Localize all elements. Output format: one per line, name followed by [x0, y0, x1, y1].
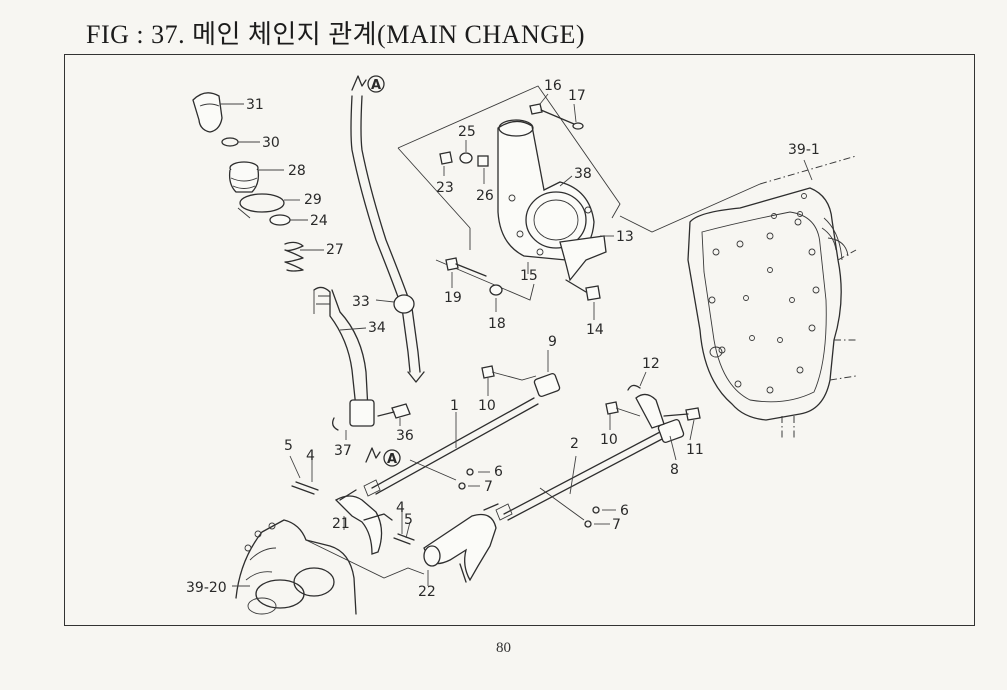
connector-a-top-label: A: [371, 78, 381, 93]
shift-rod-2: [495, 431, 665, 521]
callout-6-a: 6: [494, 464, 503, 480]
callout-8: 8: [670, 462, 679, 478]
callout-27: 27: [326, 242, 344, 258]
o-ring-30: [221, 137, 239, 147]
shift-knob: [192, 92, 223, 133]
figure-title: FIG : 37. 메인 체인지 관계(MAIN CHANGE): [86, 20, 586, 49]
callout-4-a: 4: [306, 448, 315, 464]
connector-a-bottom: A: [365, 447, 401, 467]
connector-a-bottom-label: A: [387, 452, 397, 467]
ball-6-a: [466, 468, 474, 476]
leader-lines: [220, 93, 813, 587]
callout-11: 11: [686, 442, 704, 458]
shift-rod-1: [363, 397, 539, 497]
callout-31: 31: [246, 97, 264, 113]
callout-19: 19: [444, 290, 462, 306]
cover-plate-29: [237, 193, 285, 219]
callout-30: 30: [262, 135, 280, 151]
callout-17: 17: [568, 88, 586, 104]
clip-37: [332, 417, 339, 431]
callout-24: 24: [310, 213, 328, 229]
gearbox-case-39-1: [687, 155, 857, 438]
shift-housing-15: [497, 119, 595, 261]
callout-4-b: 4: [396, 500, 405, 516]
callout-labels: 31 30 28 29 24 27 33 34 37 36 5 4 21 4 5…: [186, 78, 820, 600]
callout-39-20: 39-20: [186, 580, 227, 596]
bolt-36: [377, 403, 411, 419]
callout-7-a: 7: [484, 479, 493, 495]
box-outline-upper: [397, 85, 621, 301]
control-rod-33: [350, 95, 425, 383]
callout-13: 13: [616, 229, 634, 245]
pin-5-b: [393, 537, 411, 545]
nut-23: [439, 151, 453, 165]
pin-4-a: [295, 481, 319, 491]
ball-6-b: [592, 506, 600, 514]
callout-26: 26: [476, 188, 494, 204]
bolt-10-a: [481, 365, 537, 381]
callout-6-b: 6: [620, 503, 629, 519]
callout-5-a: 5: [284, 438, 293, 454]
callout-14: 14: [586, 322, 604, 338]
spring-7-a: [458, 482, 466, 490]
pin-17: [572, 122, 584, 130]
callout-29: 29: [304, 192, 322, 208]
callout-10-a: 10: [478, 398, 496, 414]
callout-16: 16: [544, 78, 562, 94]
guide-line-1: [409, 459, 457, 481]
bolt-19: [445, 257, 487, 277]
callout-15: 15: [520, 268, 538, 284]
page-number: 80: [496, 640, 511, 656]
washer-25: [459, 152, 473, 164]
callout-23: 23: [436, 180, 454, 196]
callout-12: 12: [642, 356, 660, 372]
shift-fork-22: [423, 503, 499, 583]
guide-line-2: [539, 487, 585, 521]
callout-18: 18: [488, 316, 506, 332]
shift-lever-34: [313, 286, 375, 427]
callout-25: 25: [458, 124, 476, 140]
shift-fork-21: [334, 489, 393, 555]
housing-guide-line: [619, 183, 761, 233]
callout-21: 21: [332, 516, 350, 532]
transmission-case-39-20: [235, 519, 425, 615]
washer-18: [489, 284, 503, 296]
callout-7-b: 7: [612, 517, 621, 533]
bushing-9: [533, 372, 561, 398]
callout-5-b: 5: [404, 512, 413, 528]
bolt-11: [663, 407, 701, 421]
callout-1: 1: [450, 398, 459, 414]
spring-27: [284, 241, 304, 272]
pin-26: [477, 155, 489, 167]
callout-28: 28: [288, 163, 306, 179]
connector-a-top: A: [351, 75, 385, 93]
callout-10-b: 10: [600, 432, 618, 448]
boot-28: [228, 161, 260, 193]
arm-12: [627, 384, 665, 429]
callout-2: 2: [570, 436, 579, 452]
pin-5-a: [291, 485, 315, 495]
callout-33: 33: [352, 294, 370, 310]
callout-36: 36: [396, 428, 414, 444]
bolt-16: [529, 103, 575, 125]
callout-39-1: 39-1: [788, 142, 820, 158]
bushing-8: [657, 418, 685, 444]
collar-24: [269, 214, 291, 226]
spring-7-b: [584, 520, 592, 528]
callout-22: 22: [418, 584, 436, 600]
bolt-10-b: [605, 401, 641, 417]
callout-38: 38: [574, 166, 592, 182]
bolt-14: [565, 279, 601, 301]
callout-34: 34: [368, 320, 386, 336]
bracket-13: [559, 235, 607, 282]
diagram-frame: [64, 54, 975, 626]
callout-37: 37: [334, 443, 352, 459]
callout-9: 9: [548, 334, 557, 350]
